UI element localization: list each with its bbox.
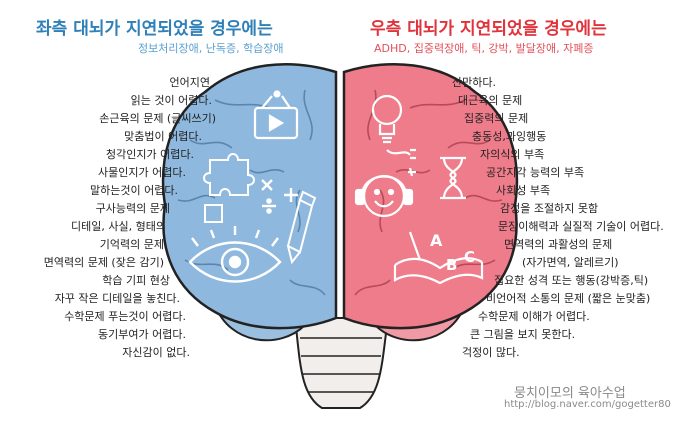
right-symptom: 사회성 부족 <box>496 184 551 197</box>
left-symptom: 언어지연 <box>169 76 210 89</box>
right-gyri <box>354 89 503 296</box>
left-symptom: 읽는 것이 어렵다. <box>130 94 212 107</box>
right-symptom: 공간지각 능력의 부족 <box>486 166 585 179</box>
left-symptom: 디테일, 사실, 형태의 <box>71 220 166 233</box>
right-subtitle: ADHD, 집중력장애, 틱, 강박, 발달장애, 자폐증 <box>374 42 594 55</box>
right-title: 우측 대뇌가 지연되었을 경우에는 <box>370 19 607 39</box>
right-symptom: 문장이해력과 실질적 기술이 어렵다. <box>498 220 664 233</box>
left-symptom: 면역력의 문제 (잦은 감기) <box>43 256 164 269</box>
left-symptom: 동기부여가 어렵다. <box>98 328 186 341</box>
pencil-icon <box>286 190 317 265</box>
eye-icon <box>188 226 282 283</box>
left-symptom: 구사능력의 문제 <box>95 202 170 215</box>
svg-text:C: C <box>464 248 475 266</box>
right-symptom: 집중력의 문제 <box>464 112 529 125</box>
left-symptom: 수학문제 푸는것이 어렵다. <box>64 310 186 323</box>
left-symptom: 말하는것이 어렵다. <box>90 184 178 197</box>
right-symptom: 산만하다. <box>452 76 496 89</box>
left-symptom: 자꾸 작은 디테일을 놓친다. <box>54 292 180 305</box>
right-symptom: 대근육의 문제 <box>458 94 523 107</box>
right-symptom: 걱정이 많다. <box>462 346 520 359</box>
left-subtitle: 정보처리장애, 난독증, 학습장애 <box>138 42 284 55</box>
right-symptom: 자의식의 부족 <box>480 148 545 161</box>
left-title: 좌측 대뇌가 지연되었을 경우에는 <box>36 19 273 39</box>
smiley-headphones-icon <box>354 167 416 218</box>
tv-icon <box>253 90 299 140</box>
left-symptom: 학습 기피 현상 <box>102 274 170 287</box>
right-symptom: 집요한 성격 또는 행동(강박증,틱) <box>494 274 649 287</box>
hourglass-icon <box>440 156 466 200</box>
right-symptom: 충동성,과잉행동 <box>472 130 547 143</box>
left-symptom: 맞춤법이 어렵다. <box>124 130 202 143</box>
lightbulb-icon <box>371 94 416 160</box>
math-symbols-icon <box>261 179 298 214</box>
right-symptom: 면역력의 과활성의 문제 <box>504 238 613 251</box>
watermark-url: http://blog.naver.com/gogetter80 <box>504 399 671 410</box>
puzzle-icon <box>203 153 255 223</box>
svg-text:B: B <box>446 256 457 274</box>
right-symptom: 큰 그림을 보지 못한다. <box>470 328 576 341</box>
right-symptom: 수학문제 이해가 어렵다. <box>478 310 590 323</box>
watermark-title: 뭉치이모의 육아수업 <box>514 386 626 401</box>
left-symptom: 청각인지가 어렵다. <box>106 148 194 161</box>
right-symptom: (자가면역, 알레르기) <box>522 256 619 269</box>
right-symptom: 비언어적 소통의 문제 (짧은 눈맞춤) <box>486 292 651 305</box>
right-symptom: 감정을 조절하지 못함 <box>500 202 599 215</box>
book-abc-icon: A B C <box>393 231 484 285</box>
left-symptom: 손근육의 문제 (글씨쓰기) <box>99 112 216 125</box>
svg-text:A: A <box>430 231 443 250</box>
right-hemisphere <box>342 63 519 330</box>
brainstem <box>293 317 390 409</box>
left-symptom: 기억력의 문제 <box>99 238 164 251</box>
left-symptom: 자신감이 없다. <box>122 346 190 359</box>
left-symptom: 사물인지가 어렵다. <box>98 166 186 179</box>
